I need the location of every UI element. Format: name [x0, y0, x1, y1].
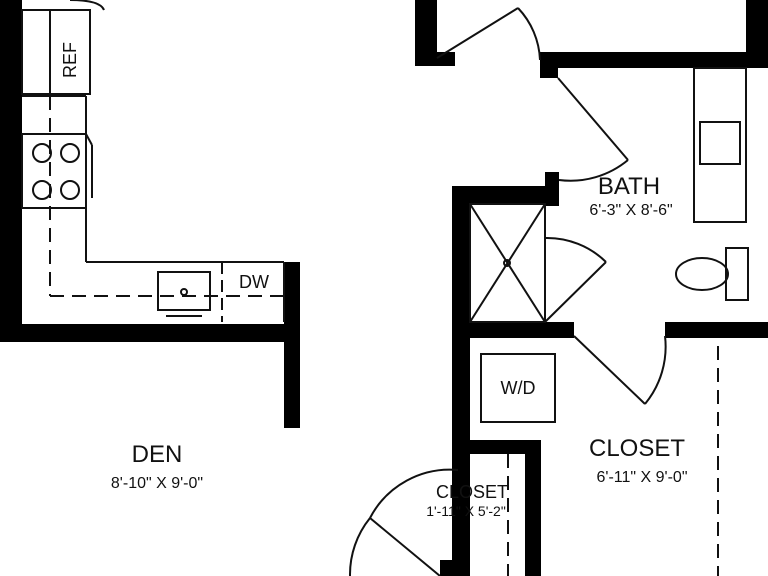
bath-sink	[699, 121, 741, 165]
fridge-top-arc	[69, 0, 105, 11]
wall-bath-bottom-left	[452, 322, 574, 338]
dishwasher-label: DW	[239, 272, 269, 292]
den-label: DEN	[132, 441, 183, 468]
top-door-swing	[436, 7, 541, 61]
bath-door-swing	[557, 77, 629, 182]
toilet-tank	[725, 247, 749, 301]
closet-fixtures	[480, 346, 719, 576]
kitchen-sink-drain	[180, 288, 188, 296]
toilet-bowl	[675, 257, 729, 291]
refrigerator	[21, 9, 91, 95]
closet-large-dimensions: 6'-11" X 9'-0"	[597, 469, 688, 486]
bath-label: BATH	[598, 173, 660, 200]
wall-top-stub	[415, 52, 455, 66]
closet-door-swing	[573, 335, 667, 405]
wall-bath-top-stub	[540, 52, 558, 78]
wall-kitchen-divider	[284, 262, 300, 428]
burner-2	[60, 143, 80, 163]
shower-diag-2	[469, 203, 546, 323]
bath-dimensions: 6'-3" X 8'-6"	[589, 202, 672, 219]
small-closet-door-swing	[369, 468, 459, 576]
refrigerator-label: REF	[60, 42, 80, 78]
wall-closet-divider	[525, 440, 541, 576]
wall-bath-top	[540, 52, 768, 68]
den-dimensions: 8'-10" X 9'-0"	[111, 475, 203, 492]
washer-dryer	[480, 353, 556, 423]
wall-bath-corner	[452, 186, 559, 204]
wall-closet-small-top	[452, 440, 541, 454]
shower-drain	[503, 259, 511, 267]
wall-left-upper	[0, 0, 22, 330]
bath-fixtures	[469, 67, 749, 323]
vanity	[693, 67, 747, 223]
wall-bath-bottom-right	[665, 322, 768, 338]
burner-4	[60, 180, 80, 200]
closet-small-label: CLOSET	[436, 482, 508, 502]
range	[21, 133, 87, 209]
burner-1	[32, 143, 52, 163]
shower	[469, 203, 546, 323]
wall-top-left-block	[415, 0, 437, 66]
kitchen-sink	[157, 271, 211, 311]
shower-door-swing	[544, 236, 607, 323]
wall-center-vertical	[452, 186, 470, 576]
wall-top-right	[746, 0, 768, 60]
washer-dryer-label: W/D	[501, 378, 536, 398]
closet-small-dimensions: 1'-11" X 5'-2"	[426, 503, 506, 519]
kitchen	[21, 0, 285, 322]
burner-3	[32, 180, 52, 200]
wall-bottom-stub	[440, 560, 470, 576]
wall-den-top	[0, 324, 300, 342]
small-closet-door-swing-2	[348, 517, 371, 576]
doors	[348, 7, 667, 576]
closet-large-label: CLOSET	[589, 435, 685, 462]
range-edge	[85, 133, 93, 146]
